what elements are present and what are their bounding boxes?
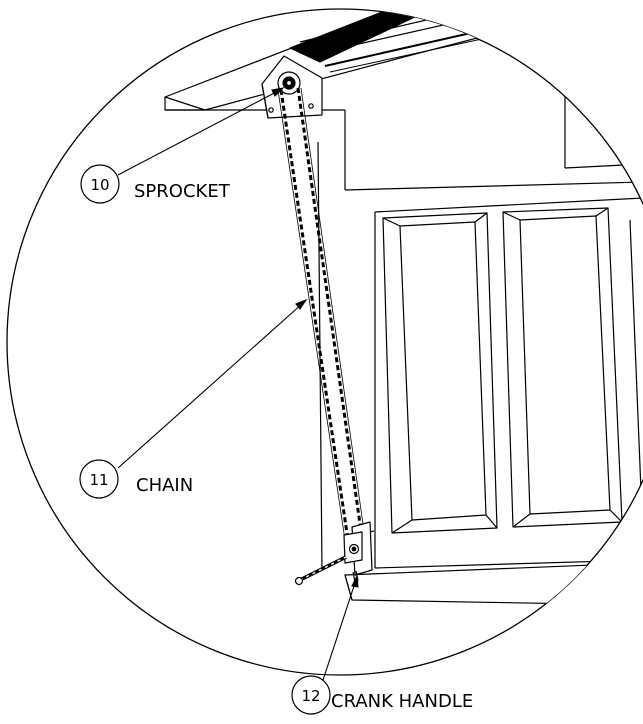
crank-handle-rod <box>294 555 359 586</box>
sprocket-bracket <box>261 55 323 119</box>
callout-circle-10 <box>80 164 120 204</box>
callout-number-10: 10 <box>90 176 109 194</box>
callout-sprocket: 10 SPROCKET <box>80 164 231 204</box>
detail-circle <box>6 8 643 676</box>
callout-label-crank-handle: CRANK HANDLE <box>331 691 473 712</box>
callout-circle-12 <box>291 675 331 715</box>
wall-jamb <box>317 80 643 571</box>
callout-label-chain: CHAIN <box>136 475 193 496</box>
callout-crank-handle: 12 CRANK HANDLE <box>291 675 473 715</box>
leader-chain <box>117 302 304 469</box>
leader-crank <box>322 579 357 681</box>
leader-sprocket <box>117 89 281 176</box>
callout-label-sprocket: SPROCKET <box>134 181 231 202</box>
left-panel <box>382 212 498 534</box>
callout-number-11: 11 <box>89 471 108 489</box>
sill <box>344 562 643 606</box>
callout-number-12: 12 <box>301 687 320 705</box>
callout-circle-11 <box>79 459 119 499</box>
crank-gearbox <box>343 521 375 576</box>
right-panel <box>502 207 623 528</box>
chain <box>279 87 364 541</box>
callout-chain: 11 CHAIN <box>79 459 193 499</box>
